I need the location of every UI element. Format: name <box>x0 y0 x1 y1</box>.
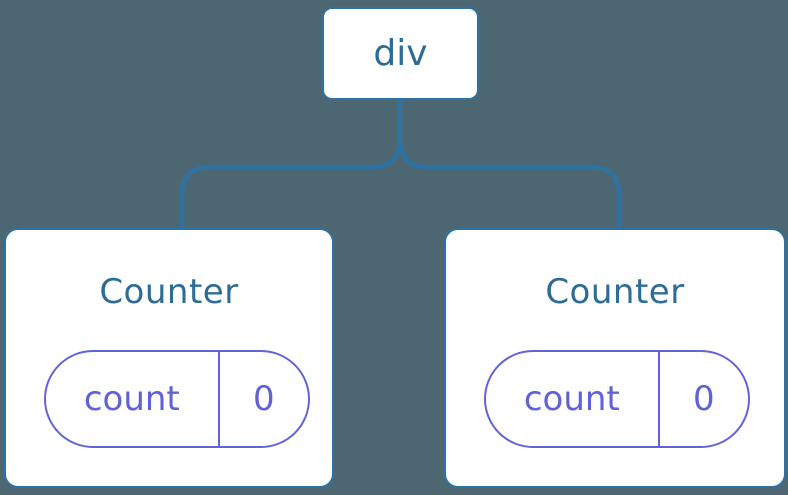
component-title: Counter <box>545 272 685 312</box>
state-key: count <box>83 379 180 419</box>
state-value: 0 <box>657 352 748 446</box>
component-title: Counter <box>99 272 239 312</box>
state-pill: count 0 <box>484 350 750 448</box>
connector-left-branch <box>179 99 403 229</box>
state-pill: count 0 <box>44 350 310 448</box>
connector-right-branch <box>397 138 622 229</box>
state-key: count <box>523 379 620 419</box>
state-value: 0 <box>217 352 308 446</box>
root-node-label: div <box>373 33 428 74</box>
root-node-div: div <box>322 7 479 100</box>
counter-card-right: Counter count 0 <box>444 228 786 488</box>
counter-card-left: Counter count 0 <box>4 228 334 488</box>
